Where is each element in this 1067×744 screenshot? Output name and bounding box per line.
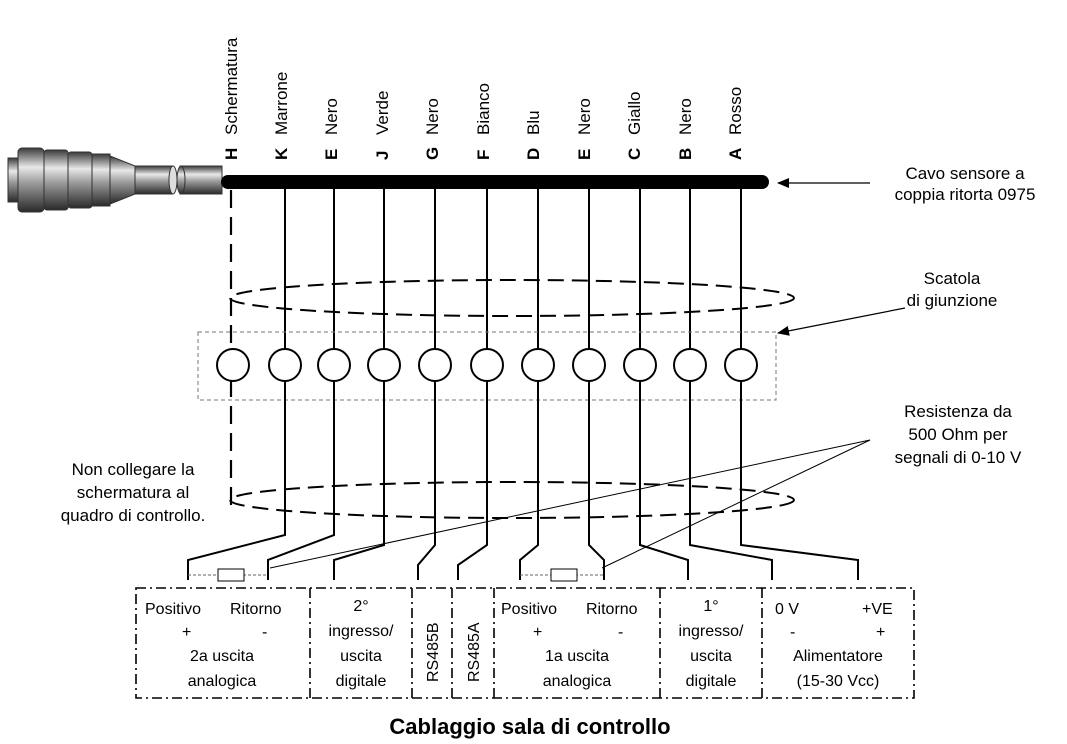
terminal-circle bbox=[572, 348, 606, 382]
plus-label: + bbox=[876, 624, 885, 641]
positive-label: Positivo bbox=[501, 601, 557, 618]
terminal-circle bbox=[216, 348, 250, 382]
resistor-icon bbox=[188, 568, 268, 582]
minus-label: - bbox=[618, 624, 623, 641]
plus-ve-label: +VE bbox=[862, 601, 893, 618]
wire-letter: A bbox=[726, 148, 745, 160]
plus-label: + bbox=[533, 624, 542, 641]
resistor-label-line2: 500 Ohm per bbox=[908, 425, 1008, 444]
io-label-line4: digitale bbox=[336, 673, 387, 690]
output-label-line2: analogica bbox=[188, 673, 257, 690]
wire-color-label: Marrone bbox=[272, 72, 291, 135]
wire-color-label: Bianco bbox=[474, 83, 493, 135]
analog-output-2-terminal: Positivo Ritorno + - 2a uscita analogica bbox=[145, 601, 282, 690]
wire-color-label: Nero bbox=[676, 98, 695, 135]
return-label: Ritorno bbox=[230, 601, 282, 618]
resistor-pointer bbox=[269, 439, 871, 569]
terminal-circle bbox=[724, 348, 758, 382]
wire-labels: H Schermatura K Marrone E Nero J Verde G… bbox=[222, 37, 745, 160]
output-label-line2: analogica bbox=[543, 673, 612, 690]
io-label-line4: digitale bbox=[686, 673, 737, 690]
digital-io-2-terminal: 2° ingresso/ uscita digitale bbox=[329, 598, 394, 690]
wire-letter: G bbox=[423, 147, 442, 160]
terminal-circle bbox=[673, 348, 707, 382]
io-label-line1: 1° bbox=[703, 598, 718, 615]
lower-cable-ring bbox=[229, 481, 795, 519]
io-label-line3: uscita bbox=[690, 648, 732, 665]
wire-color-label: Verde bbox=[373, 91, 392, 135]
resistor-label-line1: Resistenza da bbox=[904, 402, 1012, 421]
terminal-circle bbox=[367, 348, 401, 382]
io-label-line1: 2° bbox=[353, 598, 368, 615]
cable-label-line2: coppia ritorta 0975 bbox=[895, 185, 1036, 204]
wire-color-label: Giallo bbox=[625, 92, 644, 135]
wire-letter: B bbox=[676, 148, 695, 160]
upper-wires bbox=[284, 188, 742, 350]
upper-cable-ring bbox=[229, 279, 795, 317]
return-label: Ritorno bbox=[586, 601, 638, 618]
terminal-circle bbox=[521, 348, 555, 382]
wire-letter: K bbox=[272, 147, 291, 160]
digital-io-1-terminal: 1° ingresso/ uscita digitale bbox=[679, 598, 744, 690]
zero-volt-label: 0 V bbox=[775, 601, 799, 618]
resistor-icon bbox=[520, 568, 604, 582]
wire-color-label: Nero bbox=[322, 98, 341, 135]
plus-label: + bbox=[182, 624, 191, 641]
power-supply-terminal: 0 V +VE - + Alimentatore (15-30 Vcc) bbox=[775, 601, 893, 690]
power-label-line1: Alimentatore bbox=[793, 648, 883, 665]
junction-arrow bbox=[777, 307, 906, 336]
wire-color-label: Blu bbox=[524, 110, 543, 135]
diagram-caption: Cablaggio sala di controllo bbox=[389, 714, 670, 739]
terminal-block bbox=[135, 587, 915, 699]
lower-wires bbox=[187, 381, 859, 580]
wire-color-label: Schermatura bbox=[222, 37, 241, 135]
shield-note-line3: quadro di controllo. bbox=[61, 506, 206, 525]
terminal-circle bbox=[268, 348, 302, 382]
shield-note-line2: schermatura al bbox=[77, 483, 189, 502]
terminal-circle bbox=[623, 348, 657, 382]
resistor-pointer bbox=[601, 439, 871, 569]
io-label-line2: ingresso/ bbox=[679, 623, 744, 640]
wire-letter: D bbox=[524, 148, 543, 160]
junction-label-line2: di giunzione bbox=[907, 291, 998, 310]
positive-label: Positivo bbox=[145, 601, 201, 618]
wire-letter: C bbox=[625, 148, 644, 160]
power-label-line2: (15-30 Vcc) bbox=[797, 673, 880, 690]
minus-label: - bbox=[262, 624, 267, 641]
junction-label-line1: Scatola bbox=[924, 269, 981, 288]
resistor-label-line3: segnali di 0-10 V bbox=[895, 448, 1022, 467]
cable-label-line1: Cavo sensore a bbox=[905, 164, 1025, 183]
wire-letter: E bbox=[322, 149, 341, 160]
io-label-line3: uscita bbox=[340, 648, 382, 665]
output-label-line1: 2a uscita bbox=[190, 648, 254, 665]
wire-letter: F bbox=[474, 150, 493, 160]
minus-label: - bbox=[790, 624, 795, 641]
output-label-line1: 1a uscita bbox=[545, 648, 609, 665]
rs485b-label: RS485B bbox=[425, 622, 442, 682]
terminal-circle bbox=[470, 348, 504, 382]
wire-color-label: Rosso bbox=[726, 87, 745, 135]
wire-color-label: Nero bbox=[575, 98, 594, 135]
wire-color-label: Nero bbox=[423, 98, 442, 135]
terminal-circle bbox=[317, 348, 351, 382]
rs485a-label: RS485A bbox=[466, 622, 483, 682]
analog-output-1-terminal: Positivo Ritorno + - 1a uscita analogica bbox=[501, 601, 638, 690]
wire-letter: H bbox=[222, 148, 241, 160]
junction-terminals bbox=[216, 348, 758, 382]
wire-letter: E bbox=[575, 149, 594, 160]
terminal-circle bbox=[418, 348, 452, 382]
io-label-line2: ingresso/ bbox=[329, 623, 394, 640]
connector-icon bbox=[7, 147, 223, 213]
shield-note-line1: Non collegare la bbox=[72, 460, 195, 479]
wire-letter: J bbox=[373, 151, 392, 160]
